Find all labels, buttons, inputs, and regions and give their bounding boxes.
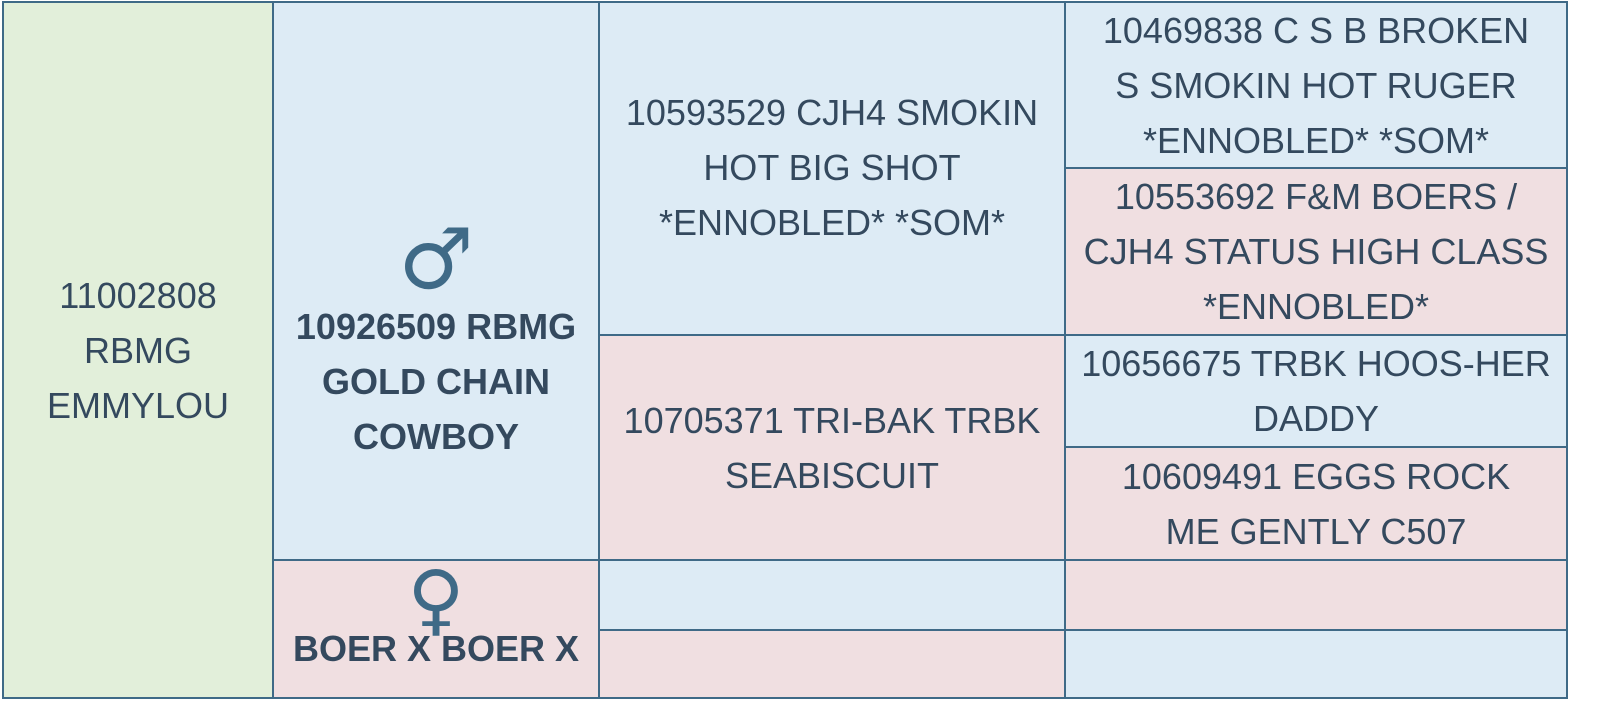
sire-dam-sire-cell[interactable]: 10656675 TRBK HOOS-HER DADDY: [1064, 334, 1568, 448]
sire-sire-name: 10593529 CJH4 SMOKIN HOT BIG SHOT *ENNOB…: [625, 91, 1039, 243]
dam-sire-cell[interactable]: [598, 559, 1066, 631]
dam-sire-dam-cell[interactable]: [1064, 629, 1568, 699]
subject-cell: 11002808 RBMG EMMYLOU: [2, 1, 274, 699]
sire-name: 10926509 RBMG GOLD CHAIN COWBOY: [295, 305, 577, 457]
subject-name: 11002808 RBMG EMMYLOU: [46, 274, 230, 426]
female-icon: ♀: [407, 555, 465, 645]
sire-sire-dam-cell[interactable]: 10553692 F&M BOERS / CJH4 STATUS HIGH CL…: [1064, 167, 1568, 336]
dam-sire-sire-cell[interactable]: [1064, 559, 1568, 631]
sire-dam-name: 10705371 TRI-BAK TRBK SEABISCUIT: [623, 399, 1041, 496]
sire-dam-dam-name: 10609491 EGGS ROCK ME GENTLY C507: [1121, 455, 1511, 552]
sire-dam-sire-name: 10656675 TRBK HOOS-HER DADDY: [1081, 343, 1551, 439]
male-icon: ♂: [398, 209, 474, 308]
sire-dam-cell[interactable]: 10705371 TRI-BAK TRBK SEABISCUIT: [598, 334, 1066, 561]
sire-sire-dam-name: 10553692 F&M BOERS / CJH4 STATUS HIGH CL…: [1083, 176, 1549, 327]
sire-sire-sire-name: 10469838 C S B BROKEN S SMOKIN HOT RUGER…: [1102, 9, 1530, 161]
sire-dam-dam-cell[interactable]: 10609491 EGGS ROCK ME GENTLY C507: [1064, 446, 1568, 561]
pedigree-chart: 11002808 RBMG EMMYLOU ♂ 10926509 RBMG GO…: [2, 1, 1568, 699]
sire-sire-cell[interactable]: 10593529 CJH4 SMOKIN HOT BIG SHOT *ENNOB…: [598, 1, 1066, 336]
sire-cell[interactable]: ♂ 10926509 RBMG GOLD CHAIN COWBOY: [272, 1, 600, 561]
dam-cell[interactable]: ♀ BOER X BOER X: [272, 559, 600, 699]
sire-sire-sire-cell[interactable]: 10469838 C S B BROKEN S SMOKIN HOT RUGER…: [1064, 1, 1568, 169]
dam-name: BOER X BOER X: [292, 628, 580, 669]
dam-dam-cell[interactable]: [598, 629, 1066, 699]
